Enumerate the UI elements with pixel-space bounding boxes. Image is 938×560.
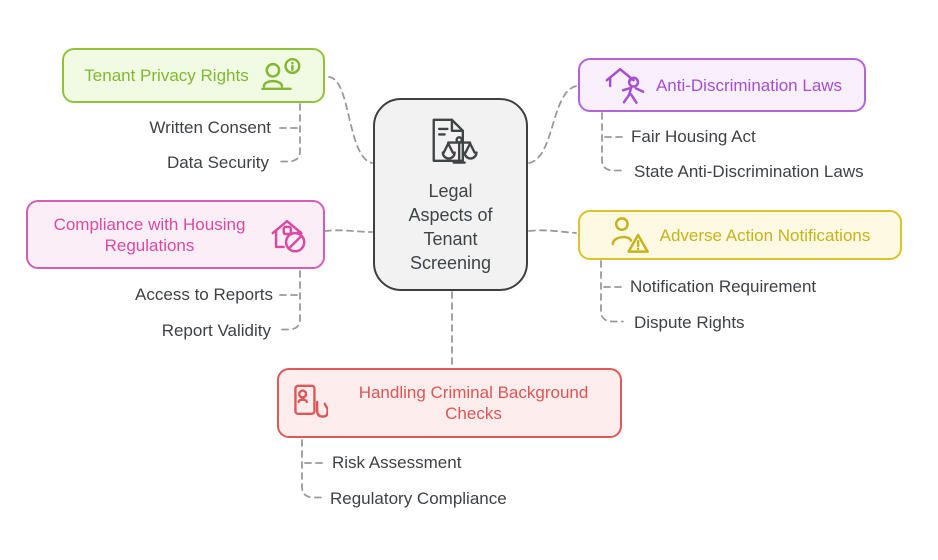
branch-label: Anti-Discrimination Laws bbox=[655, 75, 843, 95]
leaf-fair-housing-act: Fair Housing Act bbox=[631, 127, 756, 146]
center-node: Legal Aspects of Tenant Screening bbox=[373, 98, 528, 291]
person-warning-icon bbox=[610, 215, 650, 255]
branch-adverse-action-notifications: Adverse Action Notifications bbox=[578, 210, 902, 260]
leaf-risk-assessment: Risk Assessment bbox=[332, 453, 462, 472]
branch-tenant-privacy-rights: Tenant Privacy Rights bbox=[62, 48, 325, 103]
center-node-title: Legal Aspects of Tenant Screening bbox=[408, 180, 493, 273]
leaf-data-security: Data Security bbox=[166, 153, 269, 172]
id-card-hand-icon bbox=[290, 382, 328, 424]
leaf-regulatory-compliance: Regulatory Compliance bbox=[330, 489, 507, 508]
leaf-written-consent: Written Consent bbox=[149, 118, 271, 137]
house-person-icon bbox=[602, 64, 646, 106]
branch-label: Tenant Privacy Rights bbox=[84, 66, 249, 85]
leaf-state-anti-discrimination-laws: State Anti-Discrimination Laws bbox=[634, 162, 864, 181]
branch-anti-discrimination-laws: Anti-Discrimination Laws bbox=[578, 58, 866, 112]
branch-label: Handling Criminal Background Checks bbox=[358, 383, 589, 423]
branch-label: Compliance with Housing Regulations bbox=[53, 214, 246, 255]
branch-handling-criminal-background-checks: Handling Criminal Background Checks bbox=[277, 368, 622, 438]
person-info-icon bbox=[259, 57, 303, 95]
leaf-access-to-reports: Access to Reports bbox=[135, 285, 273, 304]
document-scales-icon bbox=[421, 115, 481, 172]
house-prohibited-icon bbox=[267, 214, 309, 256]
branch-label: Adverse Action Notifications bbox=[659, 225, 871, 245]
branch-compliance-housing-regulations: Compliance with Housing Regulations bbox=[26, 200, 325, 269]
leaf-report-validity: Report Validity bbox=[161, 321, 271, 340]
leaf-notification-requirement: Notification Requirement bbox=[630, 277, 817, 296]
leaf-dispute-rights: Dispute Rights bbox=[634, 313, 745, 332]
